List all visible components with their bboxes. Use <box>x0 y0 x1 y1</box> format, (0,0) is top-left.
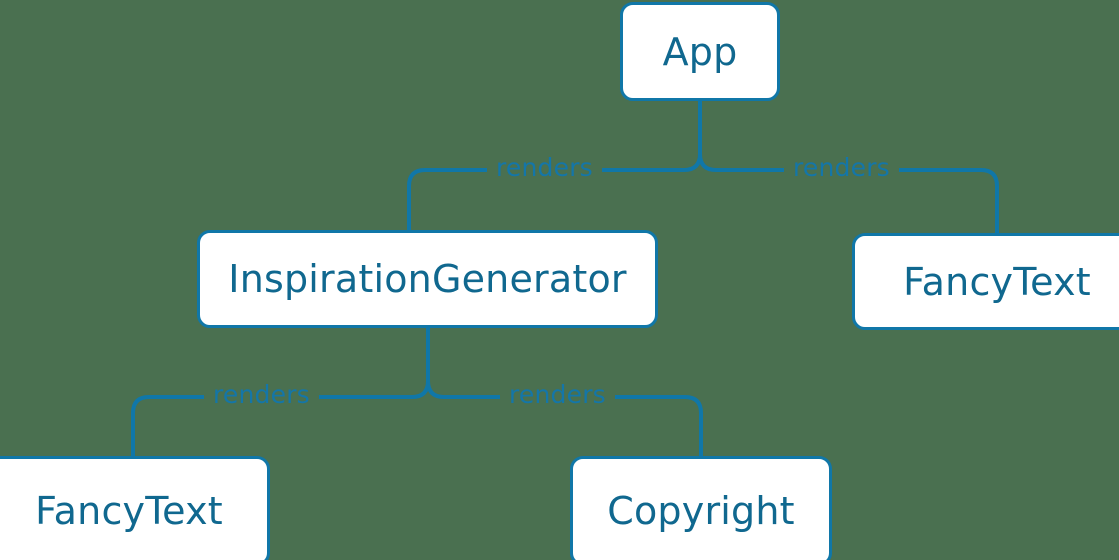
node-app[interactable]: App <box>620 2 780 101</box>
node-inspiration-generator-label: InspirationGenerator <box>228 257 627 301</box>
node-fancytext-left-label: FancyText <box>35 489 223 533</box>
node-copyright-label: Copyright <box>607 489 795 533</box>
edge-label-inspiration-generator-to-fancytext-left: renders <box>204 380 319 410</box>
node-inspiration-generator[interactable]: InspirationGenerator <box>197 230 658 328</box>
node-copyright[interactable]: Copyright <box>570 456 832 560</box>
node-app-label: App <box>662 29 738 74</box>
edge-label-app-to-fancytext-right: renders <box>784 153 899 183</box>
node-fancytext-right-label: FancyText <box>903 259 1091 304</box>
edge-label-app-to-inspiration-generator: renders <box>487 153 602 183</box>
edge-label-inspiration-generator-to-copyright: renders <box>500 380 615 410</box>
node-fancytext-right[interactable]: FancyText <box>852 233 1119 330</box>
node-fancytext-left[interactable]: FancyText <box>0 456 270 560</box>
